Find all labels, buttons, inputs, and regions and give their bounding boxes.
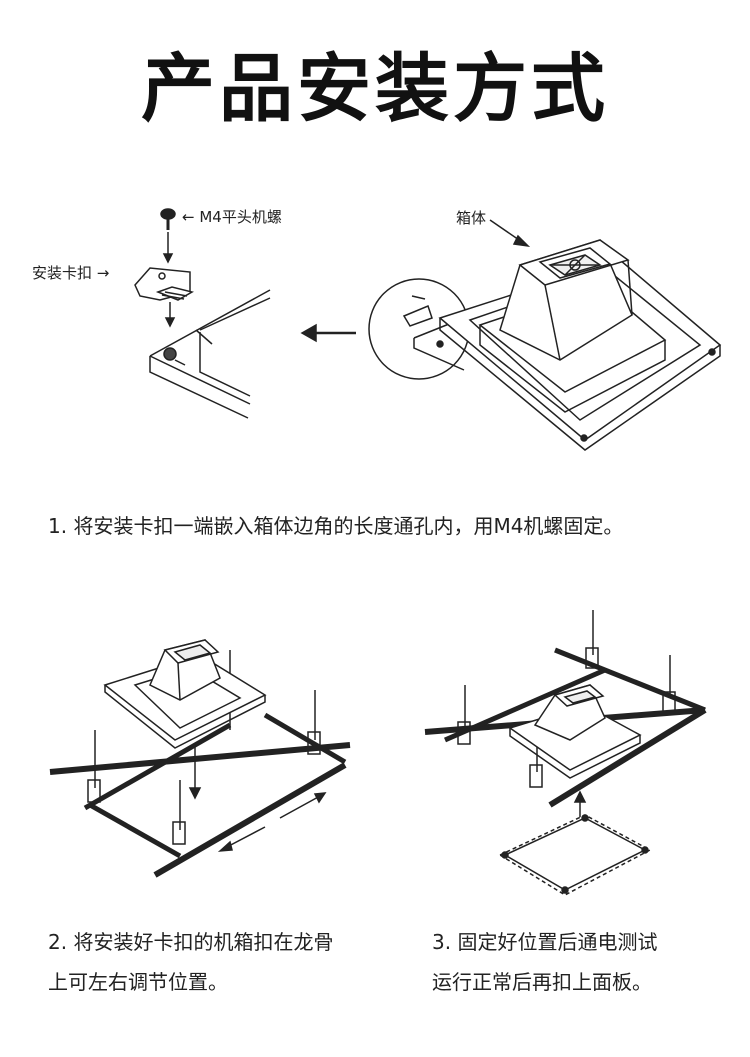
step-1-text: 1. 将安装卡扣一端嵌入箱体边角的长度通孔内，用M4机螺固定。 (48, 514, 624, 538)
step-2-text: 2. 将安装好卡扣的机箱扣在龙骨 上可左右调节位置。 (48, 922, 398, 1002)
screw-label: ← M4平头机螺 (182, 208, 282, 226)
page-title: 产品安装方式 (141, 46, 609, 132)
clip-label: 安装卡扣 → (32, 264, 109, 282)
step-3-line-1: 3. 固定好位置后通电测试 (432, 930, 658, 954)
screw-icon (160, 208, 176, 230)
box-label: 箱体 (456, 209, 486, 227)
step-2-line-1: 2. 将安装好卡扣的机箱扣在龙骨 (48, 930, 334, 954)
clip-icon (134, 267, 194, 301)
step-2-line-2: 上可左右调节位置。 (48, 970, 228, 994)
panel-attach-figure (424, 610, 707, 896)
step-3-line-2: 运行正常后再扣上面板。 (432, 970, 652, 994)
installation-detail-figure: ← M4平头机螺 安装卡扣 → 箱体 (32, 208, 722, 451)
grid-mount-figure (49, 639, 351, 878)
step-3-text: 3. 固定好位置后通电测试 运行正常后再扣上面板。 (432, 922, 732, 1002)
